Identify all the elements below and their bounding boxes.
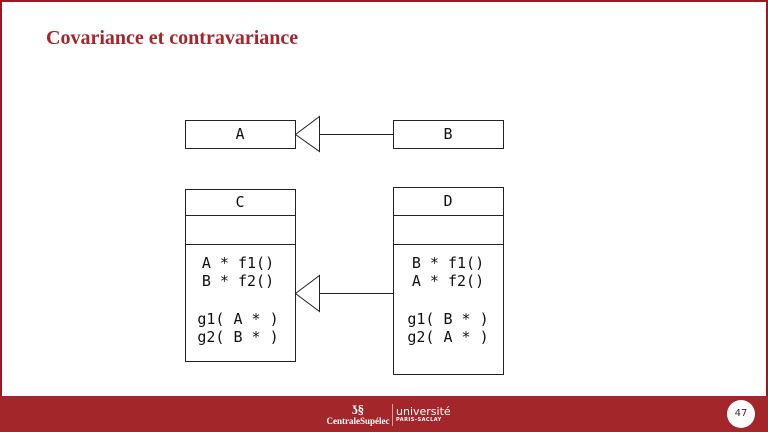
slide-title: Covariance et contravariance <box>46 27 299 49</box>
class-c-method: g1( A * ) <box>197 310 278 328</box>
centralesupelec-logo-text: CentraleSupélec <box>326 416 390 426</box>
class-a-name: A <box>235 125 244 143</box>
universite-paris-saclay-logo: université PARIS-SACLAY <box>396 406 451 424</box>
class-b-box <box>393 120 504 149</box>
class-d-method: g2( A * ) <box>407 328 488 346</box>
logo-separator <box>392 404 393 426</box>
class-d-name: D <box>443 192 452 210</box>
class-d-method: B * f1() <box>412 254 484 272</box>
universite-text: université <box>396 405 451 418</box>
class-c-box <box>185 189 296 362</box>
footer-bar <box>0 396 768 432</box>
class-c-method: g2( B * ) <box>197 328 278 346</box>
class-d-method: A * f2() <box>412 272 484 290</box>
inheritance-arrow-d-c <box>294 274 320 313</box>
centralesupelec-mark-icon: ʖ§ <box>351 402 365 417</box>
page-number: 47 <box>727 400 755 428</box>
paris-saclay-text: PARIS-SACLAY <box>396 417 442 423</box>
class-d-method: g1( B * ) <box>407 310 488 328</box>
class-d-box <box>393 187 504 375</box>
class-c-name: C <box>235 193 244 211</box>
class-c-method: A * f1() <box>202 254 274 272</box>
inheritance-arrow-b-a <box>294 115 320 153</box>
centralesupelec-logo: ʖ§ CentraleSupélec <box>326 403 390 426</box>
class-b-name: B <box>443 125 452 143</box>
class-c-method: B * f2() <box>202 272 274 290</box>
